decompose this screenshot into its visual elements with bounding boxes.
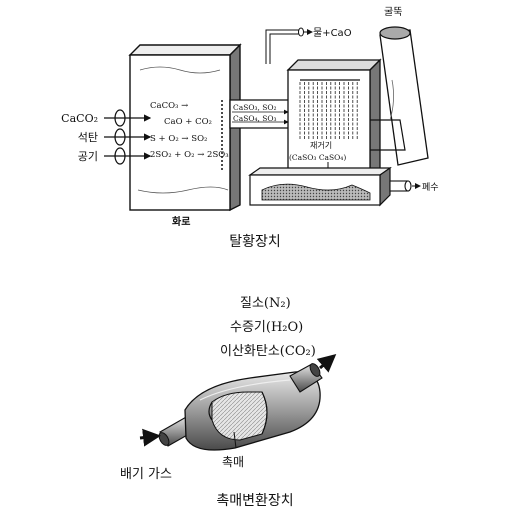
spray-lines	[299, 82, 358, 140]
reaction-line-3: S + O₂ → SO₂	[150, 134, 207, 144]
chimney-label: 굴뚝	[384, 6, 402, 18]
water-cao-label: 물+CaO	[313, 27, 352, 39]
furnace	[128, 43, 242, 212]
duct-label-2: CaSO₄, SO₃	[233, 114, 277, 123]
caption-desulfurization: 탈황장치	[229, 234, 281, 250]
reaction-line-4: 2SO₂ + O₂ → 2SO₃	[150, 150, 229, 160]
exhaust-gas-label: 배기 가스	[120, 467, 172, 482]
desulfurization-diagram: CaCO₂ 석탄 공기 CaCO₃ → CaO + CO₂ S + O₂ → S…	[61, 6, 438, 250]
wastewater-outlet	[389, 180, 421, 192]
furnace-inputs	[104, 109, 152, 165]
water-inlet-pipe	[265, 27, 313, 64]
input-label-air: 공기	[78, 150, 98, 163]
furnace-label: 화로	[172, 216, 190, 228]
catalytic-converter-diagram: 질소(N₂) 수증기(H₂O) 이산화탄소(CO₂) 배기 가스 촉매	[120, 296, 337, 509]
exhaust-inlet-arrow	[139, 428, 161, 447]
scrubber-tower	[286, 58, 382, 177]
output-label-water-vapor: 수증기(H₂O)	[230, 320, 303, 335]
input-nozzle-3	[104, 147, 152, 165]
ash-label: 재거기	[310, 141, 332, 150]
output-label-nitrogen: 질소(N₂)	[240, 296, 291, 311]
input-nozzle-2	[104, 128, 152, 146]
output-label-co2: 이산화탄소(CO₂)	[220, 344, 316, 359]
reaction-line-2: CaO + CO₂	[164, 117, 212, 127]
catalyst-label: 촉매	[222, 455, 244, 469]
duct-label-1: CaSO₃, SO₂	[233, 103, 277, 112]
clean-gas-outlet-arrow	[316, 354, 337, 373]
input-label-coal: 석탄	[78, 131, 98, 144]
input-nozzle-1	[104, 109, 152, 127]
reaction-line-1: CaCO₃ →	[150, 101, 188, 111]
chimney	[370, 26, 429, 166]
wastewater-label: 폐수	[422, 181, 439, 193]
catalyst-pointer	[233, 431, 237, 449]
caption-catalytic-converter: 촉매변환장치	[216, 493, 293, 509]
input-label-caco2: CaCO₂	[61, 112, 98, 125]
collection-basin	[248, 166, 392, 207]
converter-body	[158, 363, 323, 451]
ash-compounds: (CaSO₃ CaSO₄)	[289, 153, 346, 162]
